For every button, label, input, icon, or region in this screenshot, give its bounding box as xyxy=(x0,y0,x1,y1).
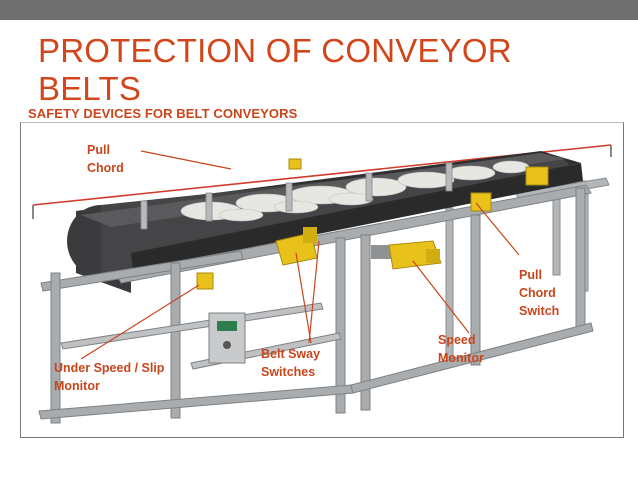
callout-lines xyxy=(80,150,520,360)
pull-chord-label: Pull Chord xyxy=(87,143,124,175)
under-speed-slip-monitor-label: Under Speed / Slip Monitor xyxy=(54,361,165,393)
speed-monitor-device xyxy=(371,240,442,270)
slide-title: PROTECTION OF CONVEYOR BELTS xyxy=(38,32,512,107)
pull-chord-switch-device xyxy=(288,158,549,212)
top-bar xyxy=(0,0,638,20)
conveyor-drawing xyxy=(32,144,612,424)
idler-brackets xyxy=(140,162,453,230)
conveyor-illustration: Pull Chord Pull Chord Switch Speed Monit… xyxy=(20,122,624,438)
belt-sway-switches-label: Belt Sway Switches xyxy=(261,347,321,379)
conveyor-material xyxy=(180,160,530,222)
slide-subtitle: SAFETY DEVICES FOR BELT CONVEYORS xyxy=(28,106,298,121)
speed-monitor-label: Speed Monitor xyxy=(438,333,484,365)
control-box xyxy=(208,312,246,364)
slip-monitor-device xyxy=(196,272,214,290)
pull-chord-switch-label: Pull Chord Switch xyxy=(519,268,560,318)
